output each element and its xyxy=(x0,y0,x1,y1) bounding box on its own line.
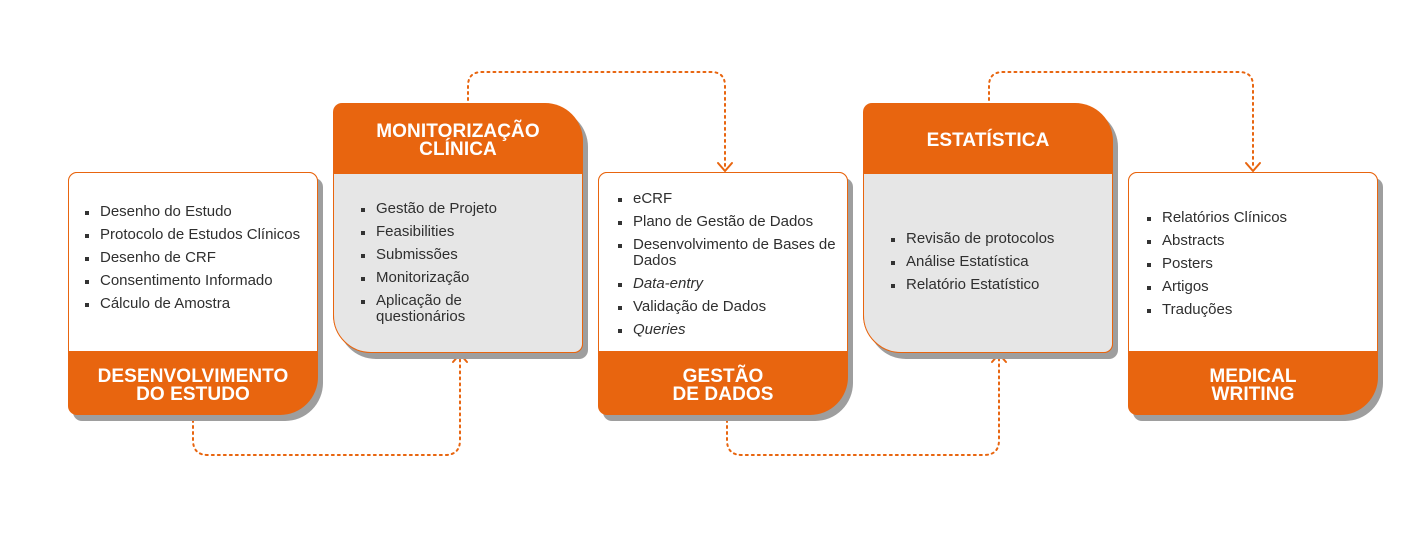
monitorizacao-item-list: Gestão de Projeto Feasibilities Submissõ… xyxy=(361,201,571,332)
stage-writing-content: Relatórios Clínicos Abstracts Posters Ar… xyxy=(1128,172,1378,352)
list-item: Relatórios Clínicos xyxy=(1147,210,1367,226)
connector-monitorizacao-to-gestao xyxy=(467,71,726,169)
list-item: Desenho de CRF xyxy=(85,250,307,266)
list-item: Revisão de protocolos xyxy=(891,231,1101,247)
list-item: Abstracts xyxy=(1147,233,1367,249)
list-item: Queries xyxy=(618,322,843,338)
arrowhead-up-estatistica xyxy=(991,353,1007,363)
list-item: Gestão de Projeto xyxy=(361,201,571,217)
estatistica-item-list: Revisão de protocolos Análise Estatístic… xyxy=(891,231,1101,300)
arrowhead-up-monitorizacao xyxy=(452,353,468,363)
connector-gestao-to-estatistica xyxy=(726,357,1000,456)
connector-estatistica-to-writing xyxy=(988,71,1254,169)
stage-title: MONITORIZAÇÃO CLÍNICA xyxy=(376,121,540,160)
list-item: Relatório Estatístico xyxy=(891,277,1101,293)
list-item: eCRF xyxy=(618,191,843,207)
stage-gestao-content: eCRF Plano de Gestão de Dados Desenvolvi… xyxy=(598,172,848,352)
list-item: Plano de Gestão de Dados xyxy=(618,214,843,230)
writing-item-list: Relatórios Clínicos Abstracts Posters Ar… xyxy=(1147,210,1367,325)
stage-title: GESTÃO DE DADOS xyxy=(672,366,774,405)
stage-title: MEDICAL WRITING xyxy=(1209,366,1297,405)
stage-monitorizacao-clinica: MONITORIZAÇÃO CLÍNICA Gestão de Projeto … xyxy=(333,103,583,353)
list-item: Consentimento Informado xyxy=(85,273,307,289)
stage-estatistica-content: Revisão de protocolos Análise Estatístic… xyxy=(863,173,1113,353)
stage-title: ESTATÍSTICA xyxy=(926,130,1050,151)
list-item: Validação de Dados xyxy=(618,299,843,315)
list-item: Desenvolvimento de Bases de Dados xyxy=(618,237,843,269)
list-item: Análise Estatística xyxy=(891,254,1101,270)
list-item: Traduções xyxy=(1147,302,1367,318)
arrowhead-down-writing xyxy=(1245,162,1261,172)
list-item: Protocolo de Estudos Clínicos xyxy=(85,227,307,243)
stage-desenvolvimento-do-estudo: Desenho do Estudo Protocolo de Estudos C… xyxy=(68,172,318,415)
stage-medical-writing: Relatórios Clínicos Abstracts Posters Ar… xyxy=(1128,172,1378,415)
list-item: Monitorização xyxy=(361,270,571,286)
stage-title: DESENVOLVIMENTO DO ESTUDO xyxy=(97,366,289,405)
stage-gestao-de-dados: eCRF Plano de Gestão de Dados Desenvolvi… xyxy=(598,172,848,415)
list-item: Posters xyxy=(1147,256,1367,272)
arrowhead-down-gestao xyxy=(717,162,733,172)
list-item: Desenho do Estudo xyxy=(85,204,307,220)
stage-desenvolvimento-content: Desenho do Estudo Protocolo de Estudos C… xyxy=(68,172,318,352)
gestao-item-list: eCRF Plano de Gestão de Dados Desenvolvi… xyxy=(618,191,843,345)
list-item: Aplicação de questionários xyxy=(361,293,486,325)
list-item: Feasibilities xyxy=(361,224,571,240)
list-item: Artigos xyxy=(1147,279,1367,295)
desenvolvimento-item-list: Desenho do Estudo Protocolo de Estudos C… xyxy=(85,204,307,319)
stage-monitorizacao-content: Gestão de Projeto Feasibilities Submissõ… xyxy=(333,173,583,353)
list-item: Cálculo de Amostra xyxy=(85,296,307,312)
list-item: Data-entry xyxy=(618,276,843,292)
stage-estatistica: ESTATÍSTICA Revisão de protocolos Anális… xyxy=(863,103,1113,353)
connector-desenvolvimento-to-monitorizacao xyxy=(192,357,461,456)
list-item: Submissões xyxy=(361,247,571,263)
